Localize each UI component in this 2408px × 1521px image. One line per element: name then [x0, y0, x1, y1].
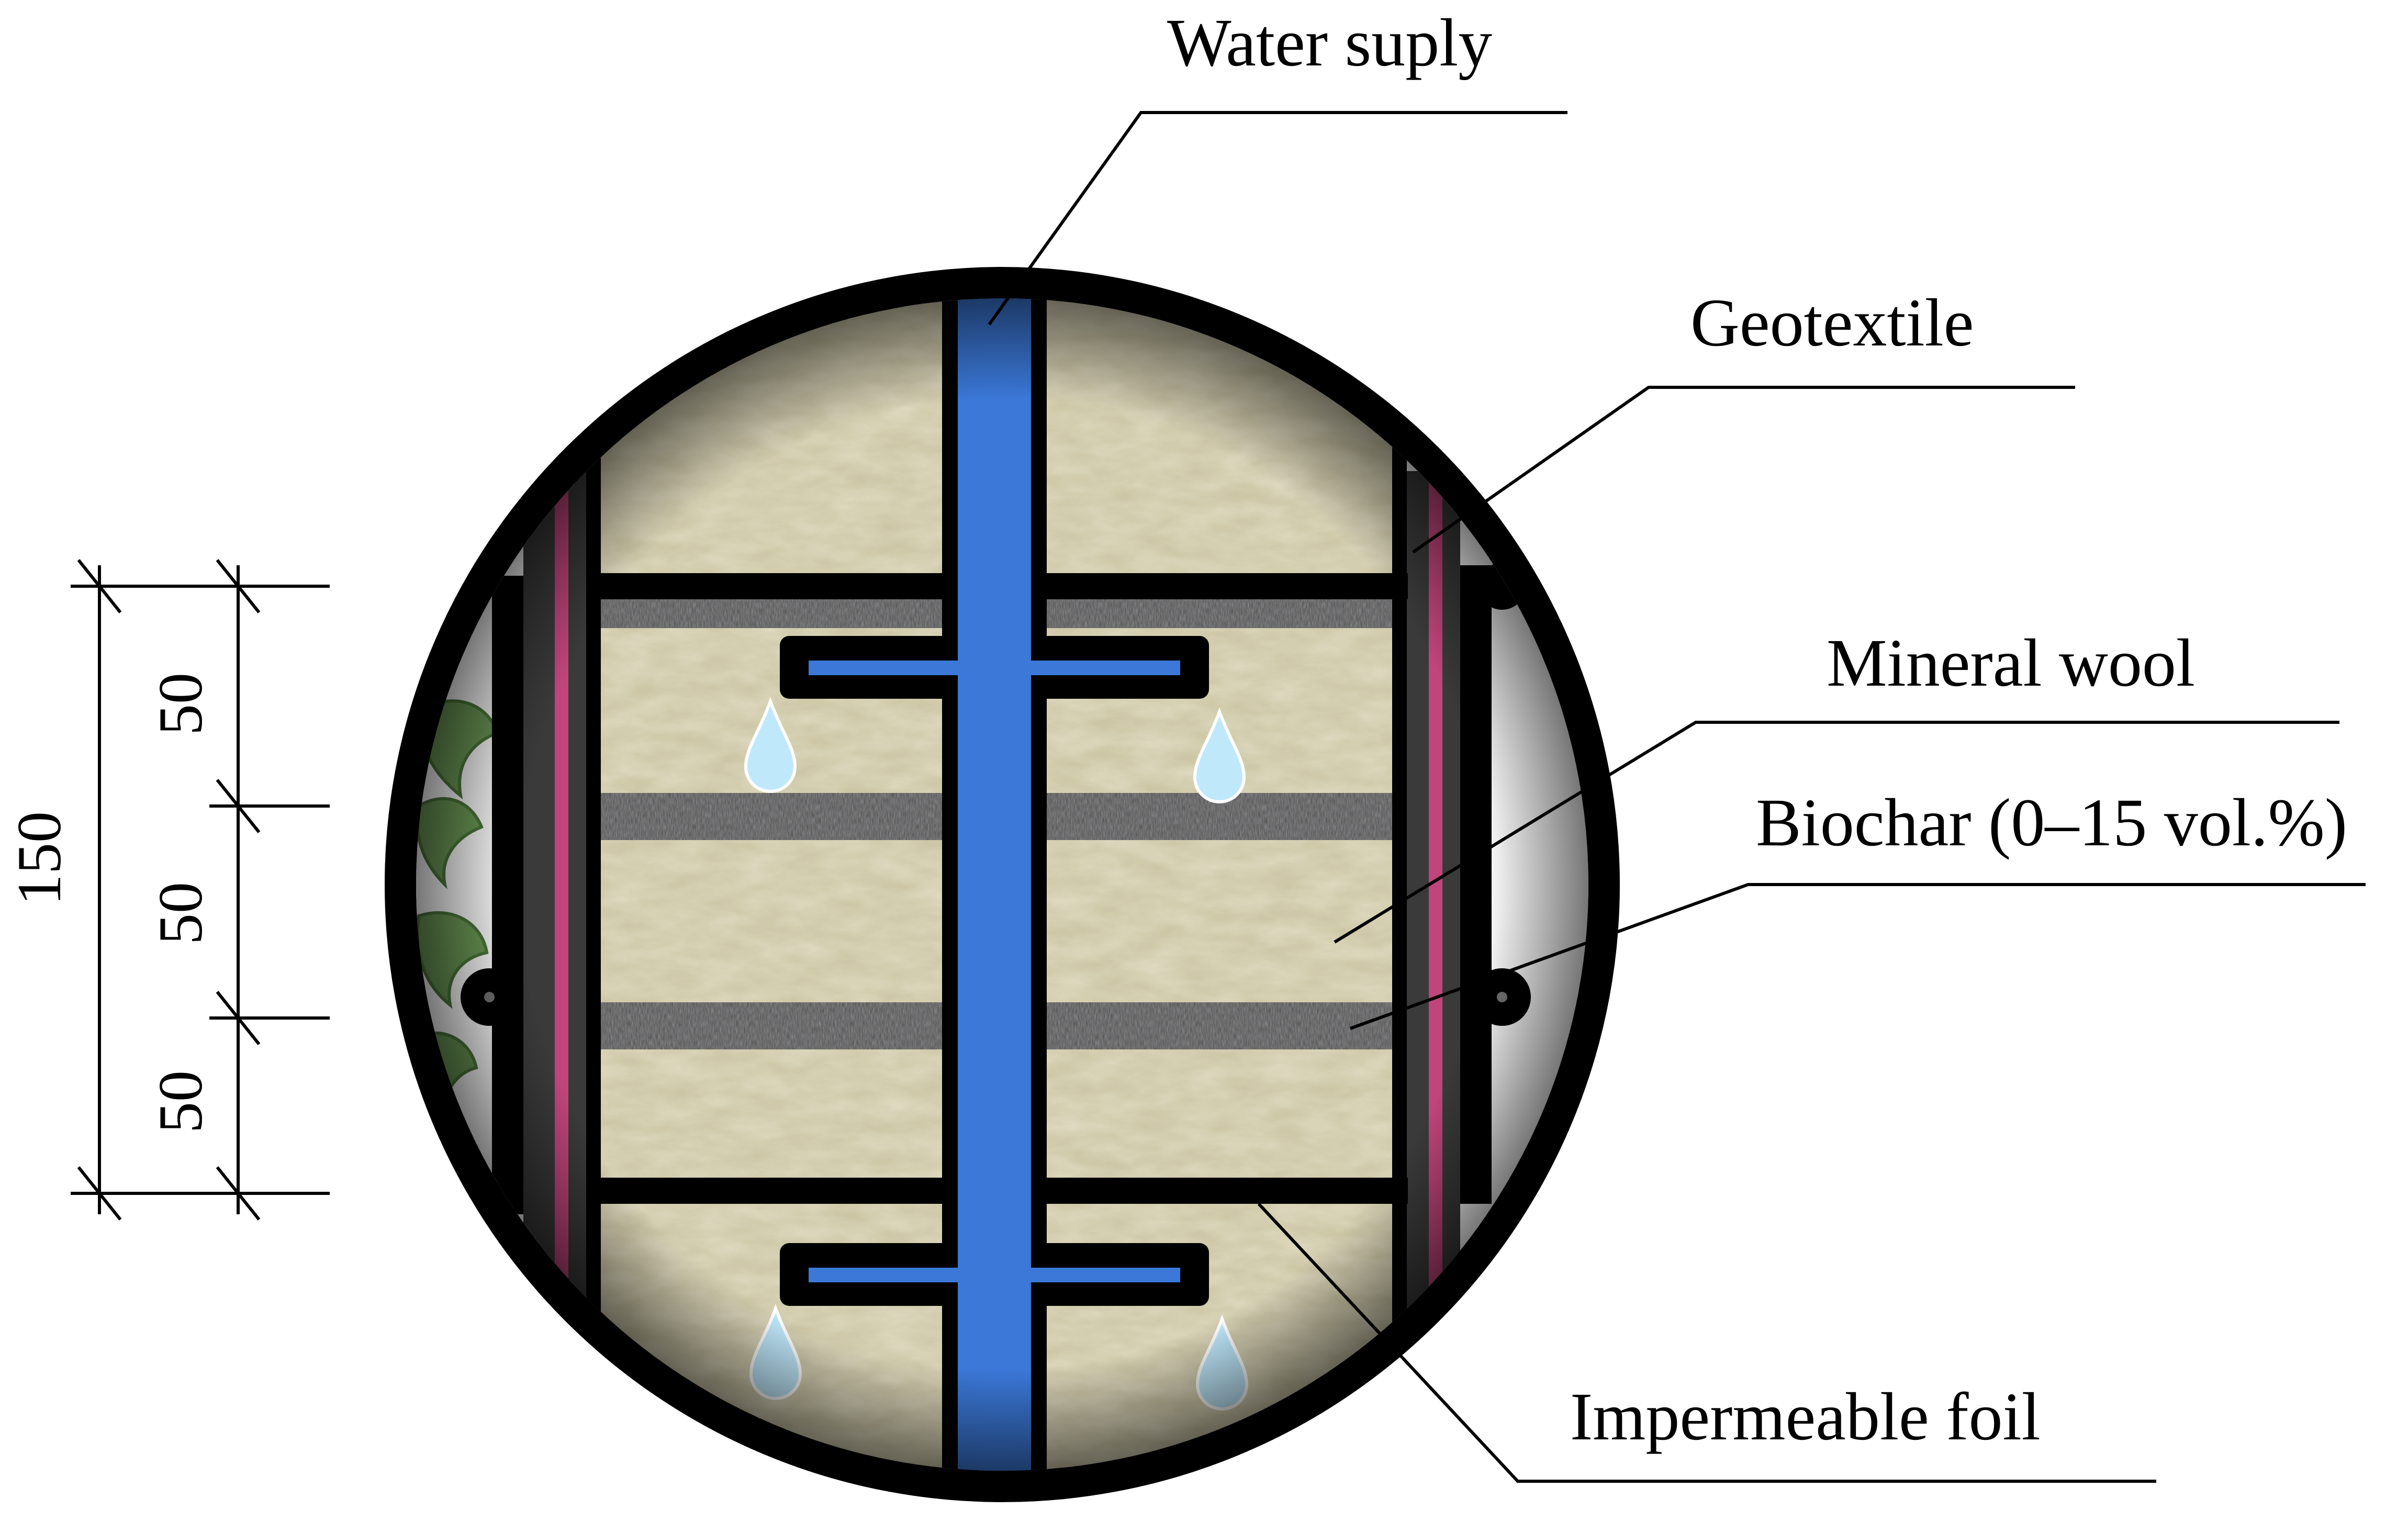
label-geotextile: Geotextile	[1690, 285, 1974, 361]
section-detail	[416, 298, 1588, 1471]
dimension-total: 150	[4, 811, 74, 905]
label-biochar: Biochar (0–15 vol.%)	[1756, 785, 2347, 860]
dimension-segment: 50	[145, 1070, 215, 1133]
detail-circle	[385, 267, 1620, 1502]
dimension-lines	[71, 559, 330, 1221]
dimension-segment: 50	[145, 882, 215, 945]
label-mineral-wool: Mineral wool	[1827, 625, 2195, 701]
leader-lines	[988, 111, 2366, 1483]
label-water-supply: Water suply	[1167, 5, 1492, 81]
dimension-segment: 50	[145, 673, 215, 735]
label-impermeable-foil: Impermeable foil	[1570, 1379, 2041, 1455]
